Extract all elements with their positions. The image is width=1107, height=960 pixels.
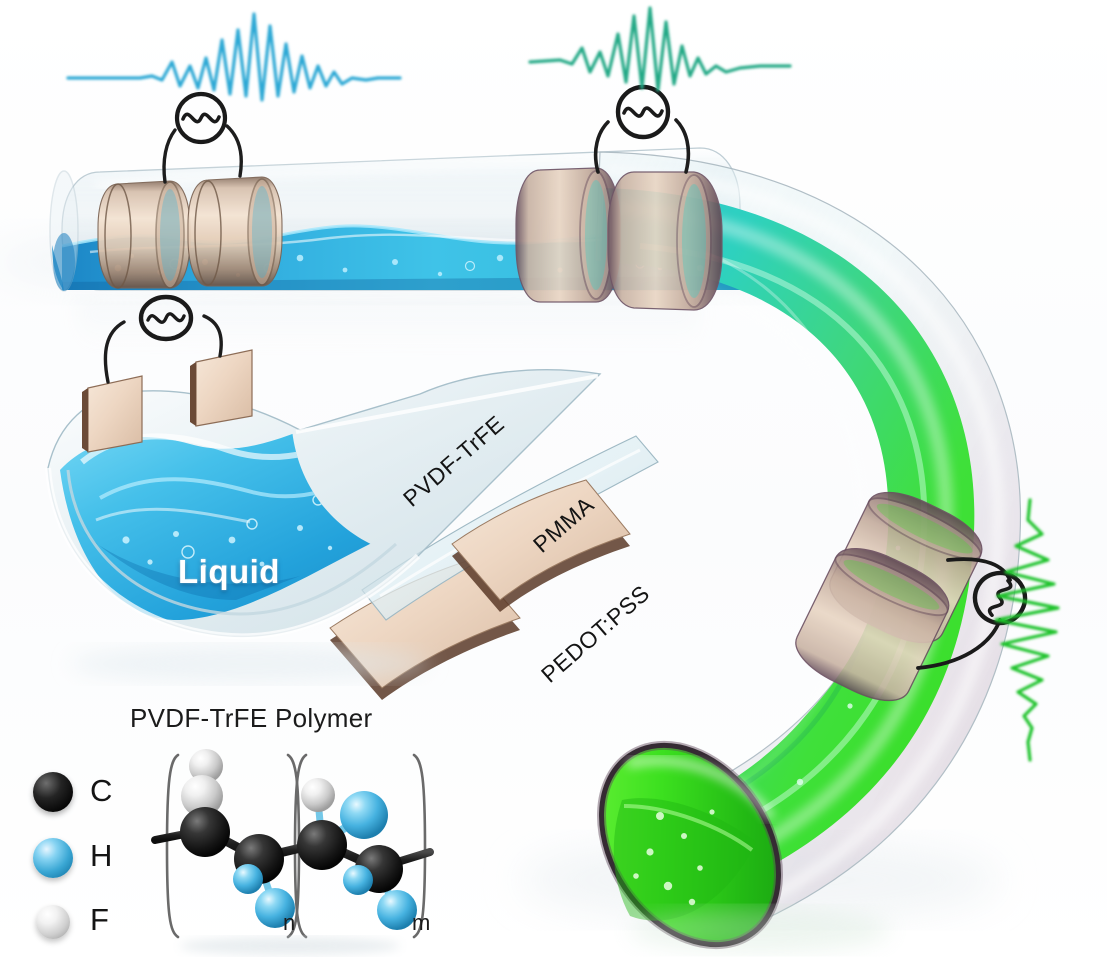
- bracket-left: [165, 753, 180, 939]
- legend-sphere-hydrogen: [33, 838, 73, 878]
- ac-wires-1: [162, 124, 243, 184]
- legend-label-hydrogen: H: [90, 838, 113, 873]
- ac-wires-2: [593, 118, 691, 174]
- carbon-atom: [180, 807, 230, 857]
- ac-source-1: [174, 91, 228, 145]
- electrode-ring-4: [607, 171, 723, 311]
- pvdf-trfe-layer: [45, 369, 602, 640]
- hydrogen-atom: [233, 864, 263, 894]
- fluorine-atom: [301, 778, 335, 812]
- electrode-ring-6: [795, 548, 950, 702]
- electrode-ring-2: [187, 176, 283, 287]
- hydrogen-atom: [343, 865, 373, 895]
- legend-sphere-fluorine: [36, 905, 70, 939]
- ac-wires-4: [103, 314, 223, 384]
- electrode-ring-1: [97, 180, 191, 289]
- signal-trace-teal: [528, 6, 792, 92]
- legend-label-fluorine: F: [90, 902, 109, 937]
- ac-source-4: [138, 294, 194, 342]
- legend-label-carbon: C: [90, 773, 113, 808]
- liquid-label: Liquid: [178, 553, 280, 590]
- curved-tube-mouth: [597, 740, 783, 950]
- mouth-reflection: [630, 908, 890, 952]
- bracket-subscript-n: n: [283, 910, 296, 935]
- pedot-pss-pad-2: [451, 479, 631, 612]
- tube-reflection: [75, 300, 700, 360]
- signal-trace-green: [994, 498, 1060, 762]
- polymer-title: PVDF-TrFE Polymer: [130, 703, 373, 733]
- fluorine-atom: [189, 749, 223, 783]
- carbon-atom: [297, 820, 347, 870]
- legend-sphere-carbon: [33, 772, 73, 812]
- hydrogen-atom: [377, 890, 417, 930]
- hydrogen-atom: [340, 791, 388, 839]
- hydrogen-atom: [255, 888, 295, 928]
- trough-reflection: [70, 646, 430, 682]
- bracket-subscript-m: m: [412, 910, 431, 935]
- molecule-shadow: [180, 937, 400, 955]
- fluorine-atom: [181, 775, 223, 817]
- bracket-right: [412, 753, 427, 939]
- trough-electrode-plate-2: [190, 349, 253, 427]
- signal-trace-blue: [66, 12, 402, 102]
- trough-electrode-plate-1: [82, 375, 143, 453]
- electrode-ring-3: [515, 167, 621, 303]
